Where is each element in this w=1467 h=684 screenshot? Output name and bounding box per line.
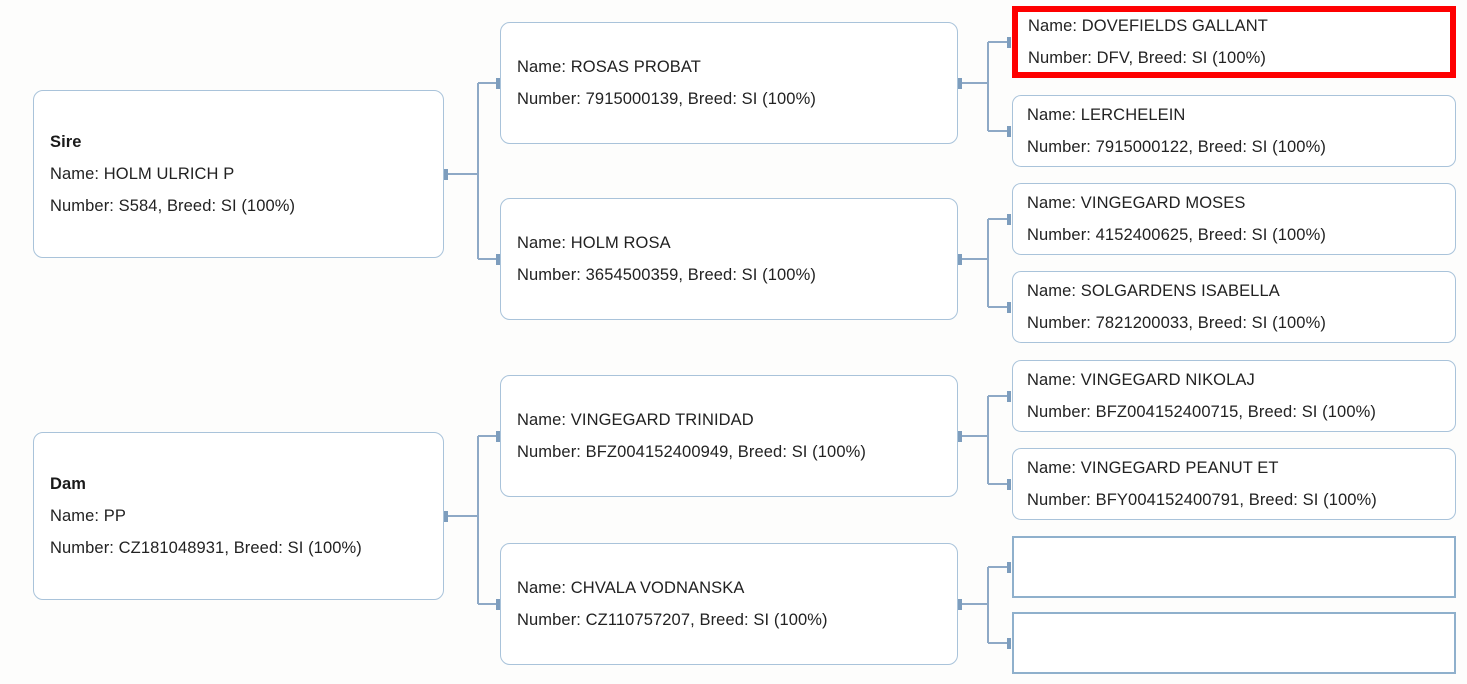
- gen3-5-details: Number: BFY004152400791, Breed: SI (100%…: [1027, 491, 1377, 509]
- dam-role-label: Dam: [50, 474, 87, 493]
- gen3-3-name: Name: SOLGARDENS ISABELLA: [1027, 281, 1280, 300]
- gen2-0-details: Number: 7915000139, Breed: SI (100%): [517, 90, 816, 108]
- gen3-2-details: Number: 4152400625, Breed: SI (100%): [1027, 226, 1326, 244]
- gen3-0-name: Name: DOVEFIELDS GALLANT: [1028, 16, 1268, 35]
- sire-details: Number: S584, Breed: SI (100%): [50, 197, 296, 216]
- node-gen3-4[interactable]: Name: SOLGARDENS ISABELLA Number: 782120…: [1012, 271, 1456, 343]
- node-gen2-dam-sire[interactable]: Name: VINGEGARD TRINIDAD Number: BFZ0041…: [500, 375, 958, 497]
- node-gen3-2[interactable]: Name: LERCHELEIN Number: 7915000122, Bre…: [1012, 95, 1456, 167]
- gen3-4-details: Number: BFZ004152400715, Breed: SI (100%…: [1027, 403, 1376, 421]
- node-gen3-7-empty[interactable]: [1012, 536, 1456, 598]
- gen3-1-details: Number: 7915000122, Breed: SI (100%): [1027, 138, 1326, 156]
- gen3-0-details: Number: DFV, Breed: SI (100%): [1028, 49, 1266, 67]
- node-gen2-sire-dam[interactable]: Name: HOLM ROSA Number: 3654500359, Bree…: [500, 198, 958, 320]
- node-gen3-3[interactable]: Name: VINGEGARD MOSES Number: 4152400625…: [1012, 183, 1456, 255]
- node-gen3-highlighted[interactable]: Name: DOVEFIELDS GALLANT Number: DFV, Br…: [1012, 6, 1456, 78]
- gen3-3-details: Number: 7821200033, Breed: SI (100%): [1027, 314, 1326, 332]
- gen2-3-details: Number: CZ110757207, Breed: SI (100%): [517, 611, 828, 629]
- gen3-5-name: Name: VINGEGARD PEANUT ET: [1027, 458, 1279, 477]
- gen2-2-name: Name: VINGEGARD TRINIDAD: [517, 410, 754, 429]
- node-gen2-dam-dam[interactable]: Name: CHVALA VODNANSKA Number: CZ1107572…: [500, 543, 958, 665]
- gen2-1-name: Name: HOLM ROSA: [517, 233, 671, 252]
- node-sire[interactable]: Sire Name: HOLM ULRICH P Number: S584, B…: [33, 90, 444, 258]
- gen3-2-name: Name: VINGEGARD MOSES: [1027, 193, 1246, 212]
- gen3-4-name: Name: VINGEGARD NIKOLAJ: [1027, 370, 1255, 389]
- node-gen3-5[interactable]: Name: VINGEGARD NIKOLAJ Number: BFZ00415…: [1012, 360, 1456, 432]
- dam-name: Name: PP: [50, 506, 126, 525]
- gen2-1-details: Number: 3654500359, Breed: SI (100%): [517, 266, 816, 284]
- gen2-3-name: Name: CHVALA VODNANSKA: [517, 578, 745, 597]
- node-dam[interactable]: Dam Name: PP Number: CZ181048931, Breed:…: [33, 432, 444, 600]
- gen3-1-name: Name: LERCHELEIN: [1027, 105, 1186, 124]
- node-gen3-8-empty[interactable]: [1012, 612, 1456, 674]
- gen2-2-details: Number: BFZ004152400949, Breed: SI (100%…: [517, 443, 866, 461]
- sire-name: Name: HOLM ULRICH P: [50, 164, 235, 183]
- sire-role-label: Sire: [50, 132, 82, 151]
- node-gen3-6[interactable]: Name: VINGEGARD PEANUT ET Number: BFY004…: [1012, 448, 1456, 520]
- gen2-0-name: Name: ROSAS PROBAT: [517, 57, 701, 76]
- node-gen2-sire-sire[interactable]: Name: ROSAS PROBAT Number: 7915000139, B…: [500, 22, 958, 144]
- dam-details: Number: CZ181048931, Breed: SI (100%): [50, 539, 362, 558]
